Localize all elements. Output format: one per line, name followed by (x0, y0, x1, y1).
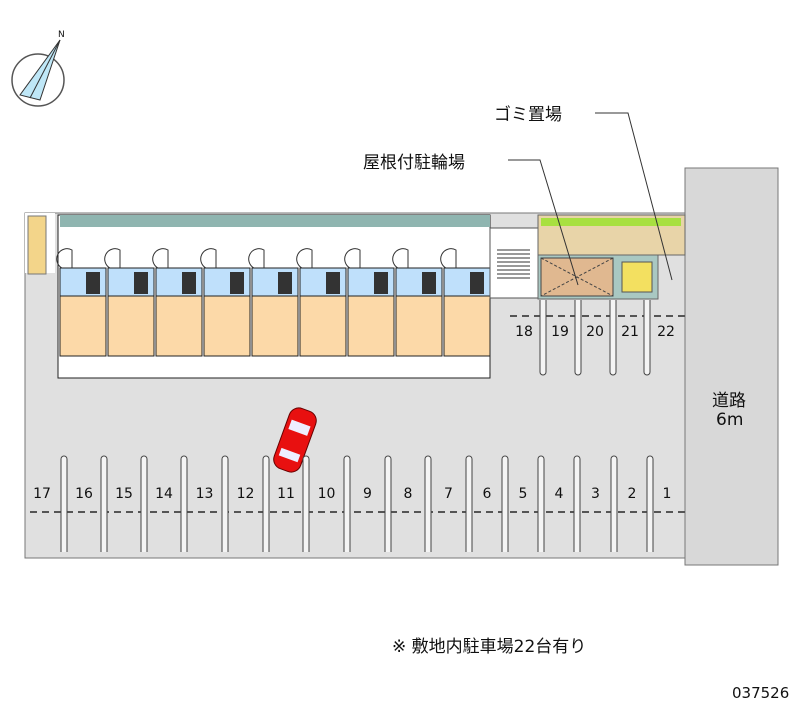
parking-stall-number: 10 (317, 486, 336, 502)
parking-stall-number: 7 (444, 486, 453, 502)
unit-room (59, 295, 107, 357)
garbage-area-hedge (541, 218, 681, 226)
unit-kitchen (86, 272, 100, 294)
door-swing (200, 248, 217, 269)
unit-kitchen (422, 272, 436, 294)
stall-divider (384, 455, 392, 552)
stall-divider (424, 455, 432, 552)
road (684, 167, 779, 566)
stall-divider (539, 300, 547, 376)
road-width-label: 6m (716, 410, 744, 430)
parking-stall-number: 1 (662, 486, 672, 502)
door-swing (392, 248, 409, 269)
unit-kitchen (134, 272, 148, 294)
stall-divider (501, 455, 509, 552)
unit-room (347, 295, 395, 357)
stall-divider (302, 455, 310, 552)
garbage-area-label: ゴミ置場 (494, 105, 562, 125)
door-swing (104, 248, 121, 269)
unit-kitchen (326, 272, 340, 294)
door-swing (56, 248, 73, 269)
unit-room (395, 295, 443, 357)
unit-kitchen (374, 272, 388, 294)
door-swing (344, 248, 361, 269)
bike-rack-left (27, 215, 47, 275)
parking-stall-number: 20 (586, 324, 604, 340)
parking-stall-number: 6 (482, 486, 492, 502)
parking-stall-number: 16 (75, 486, 93, 502)
unit-room (203, 295, 251, 357)
stall-divider (221, 455, 229, 552)
parking-stall-number: 14 (155, 486, 173, 502)
parking-stall-number: 9 (363, 486, 372, 502)
unit-room (443, 295, 491, 357)
unit-room (299, 295, 347, 357)
compass-icon (11, 39, 65, 107)
garbage-box (621, 261, 653, 293)
stall-divider (262, 455, 270, 552)
parking-stall-number: 19 (551, 324, 569, 340)
stall-divider (646, 455, 654, 552)
stall-divider (140, 455, 148, 552)
stall-divider (573, 455, 581, 552)
parking-stall-number: 22 (657, 324, 675, 340)
bike-parking-label: 屋根付駐輪場 (363, 153, 465, 173)
unit-kitchen (182, 272, 196, 294)
door-swing (152, 248, 169, 269)
unit-kitchen (230, 272, 244, 294)
parking-stall-number: 3 (591, 486, 600, 502)
parking-stall-number: 2 (627, 486, 637, 502)
unit-room (107, 295, 155, 357)
parking-stall-number: 8 (403, 486, 413, 502)
parking-note: ※ 敷地内駐車場22台有り (392, 637, 587, 657)
road-label: 道路 (712, 391, 746, 411)
parking-stall-number: 11 (277, 486, 295, 502)
parking-stall-number: 12 (236, 486, 255, 502)
parking-stall-number: 5 (518, 486, 528, 502)
stall-divider (537, 455, 545, 552)
parking-stall-number: 21 (621, 324, 639, 340)
door-swing (296, 248, 313, 269)
parking-stall-number: 4 (554, 486, 564, 502)
stall-divider (610, 455, 618, 552)
stall-divider (609, 300, 617, 376)
stall-divider (343, 455, 351, 552)
parking-stall-number: 13 (195, 486, 214, 502)
parking-stall-number: 17 (33, 486, 51, 502)
stall-divider (643, 300, 651, 376)
parking-stall-number: 15 (115, 486, 133, 502)
stall-divider (465, 455, 473, 552)
parking-stall-number: 18 (515, 324, 533, 340)
north-label: N (58, 30, 65, 40)
property-code: 037526 (732, 684, 790, 702)
unit-kitchen (278, 272, 292, 294)
car-icon (273, 407, 317, 473)
unit-room (155, 295, 203, 357)
unit-kitchen (470, 272, 484, 294)
door-swing (440, 248, 457, 269)
stall-divider (60, 455, 68, 552)
unit-room (251, 295, 299, 357)
stall-divider (180, 455, 188, 552)
stall-divider (574, 300, 582, 376)
door-swing (248, 248, 265, 269)
stall-divider (100, 455, 108, 552)
